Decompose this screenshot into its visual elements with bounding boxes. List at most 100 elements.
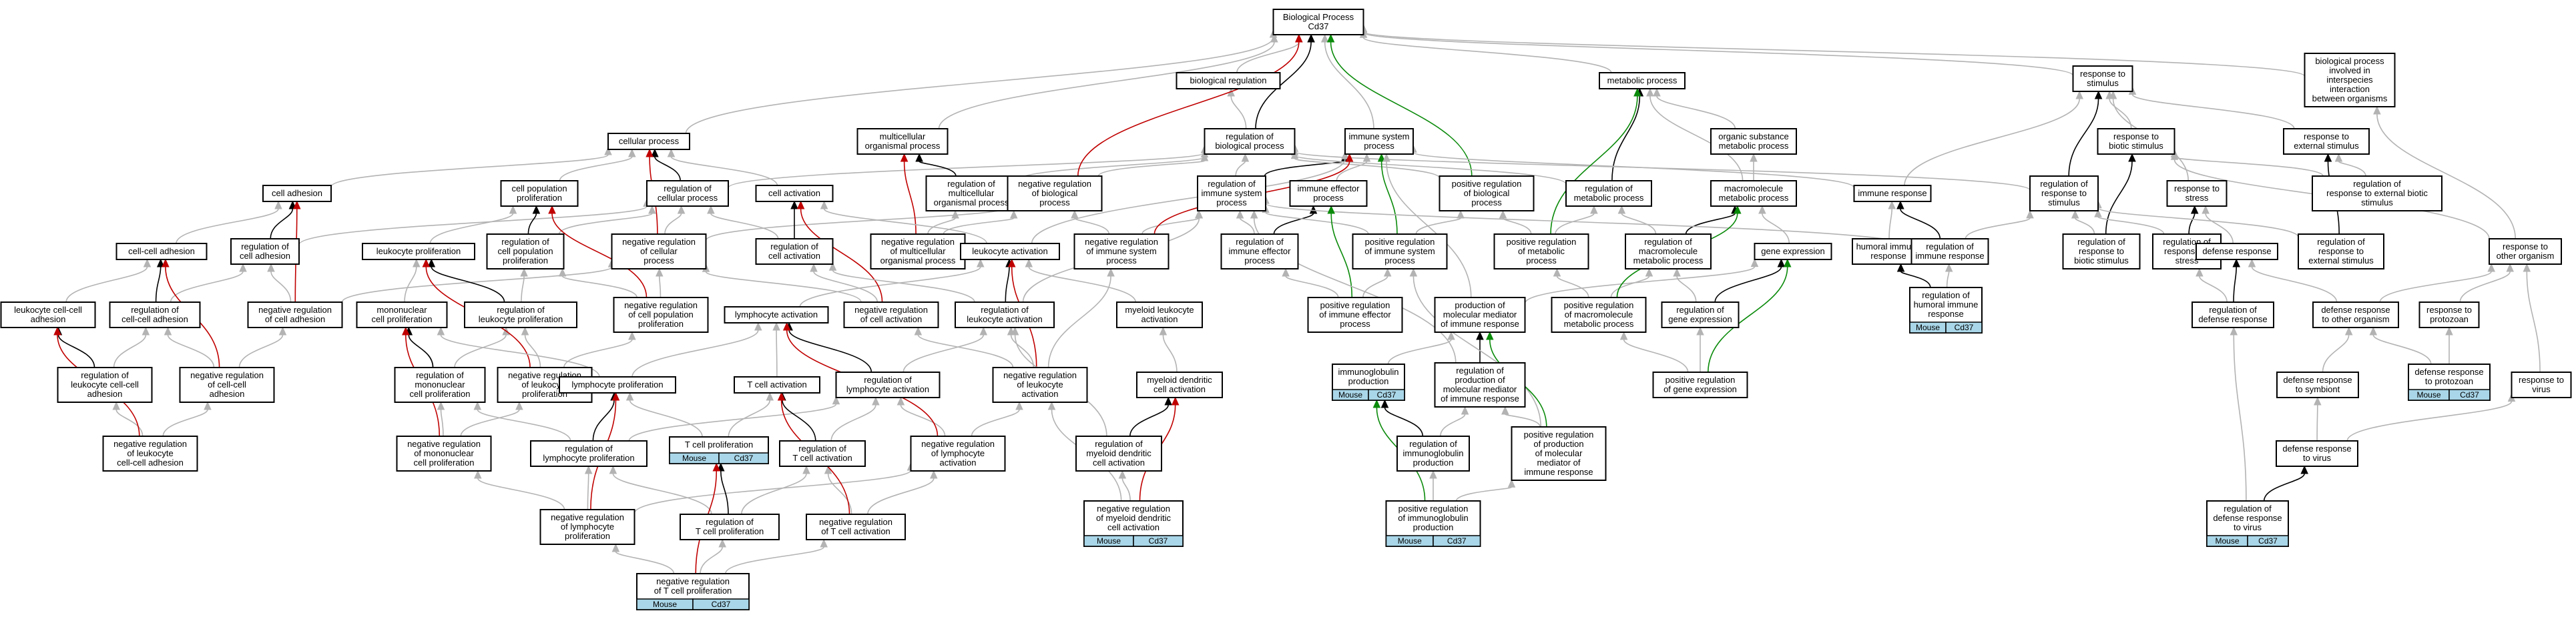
go-term-node-cell-act[interactable]: cell activation [755, 185, 834, 202]
node-box [396, 436, 492, 472]
go-term-node-def-resp[interactable]: defense response [2196, 243, 2278, 260]
go-term-node-imm-resp[interactable]: immune response [1853, 185, 1932, 202]
go-term-node-lymph-act[interactable]: lymphocyte activation [724, 306, 829, 324]
node-label-line: virus [2532, 384, 2551, 394]
go-term-node-cellular[interactable]: cellular process [607, 133, 690, 150]
go-term-node-reg-tcell-act[interactable]: regulation ofT cell activation [779, 440, 866, 467]
go-term-node-reg-tcell-prolif[interactable]: regulation ofT cell proliferation [680, 514, 780, 540]
node-label-line: metabolic process [1633, 255, 1704, 265]
go-term-node-breg[interactable]: biological regulation [1176, 72, 1281, 89]
go-term-node-cc-adh[interactable]: cell-cell adhesion [115, 243, 208, 260]
go-term-node-gene-expr[interactable]: gene expression [1754, 243, 1832, 260]
go-term-node-tcell-act[interactable]: T cell activation [734, 376, 820, 394]
go-term-node-leuk-prolif[interactable]: leukocyte proliferation [362, 243, 475, 260]
edge-line [2233, 334, 2247, 502]
edge-arrowhead [802, 465, 810, 474]
go-term-node-lymph-prolif[interactable]: lymphocyte proliferation [559, 376, 676, 394]
go-term-node-cell-adh[interactable]: cell adhesion [262, 185, 332, 202]
go-term-node-metab[interactable]: metabolic process [1599, 72, 1686, 89]
go-term-node-leuk-act[interactable]: leukocyte activation [960, 243, 1060, 260]
